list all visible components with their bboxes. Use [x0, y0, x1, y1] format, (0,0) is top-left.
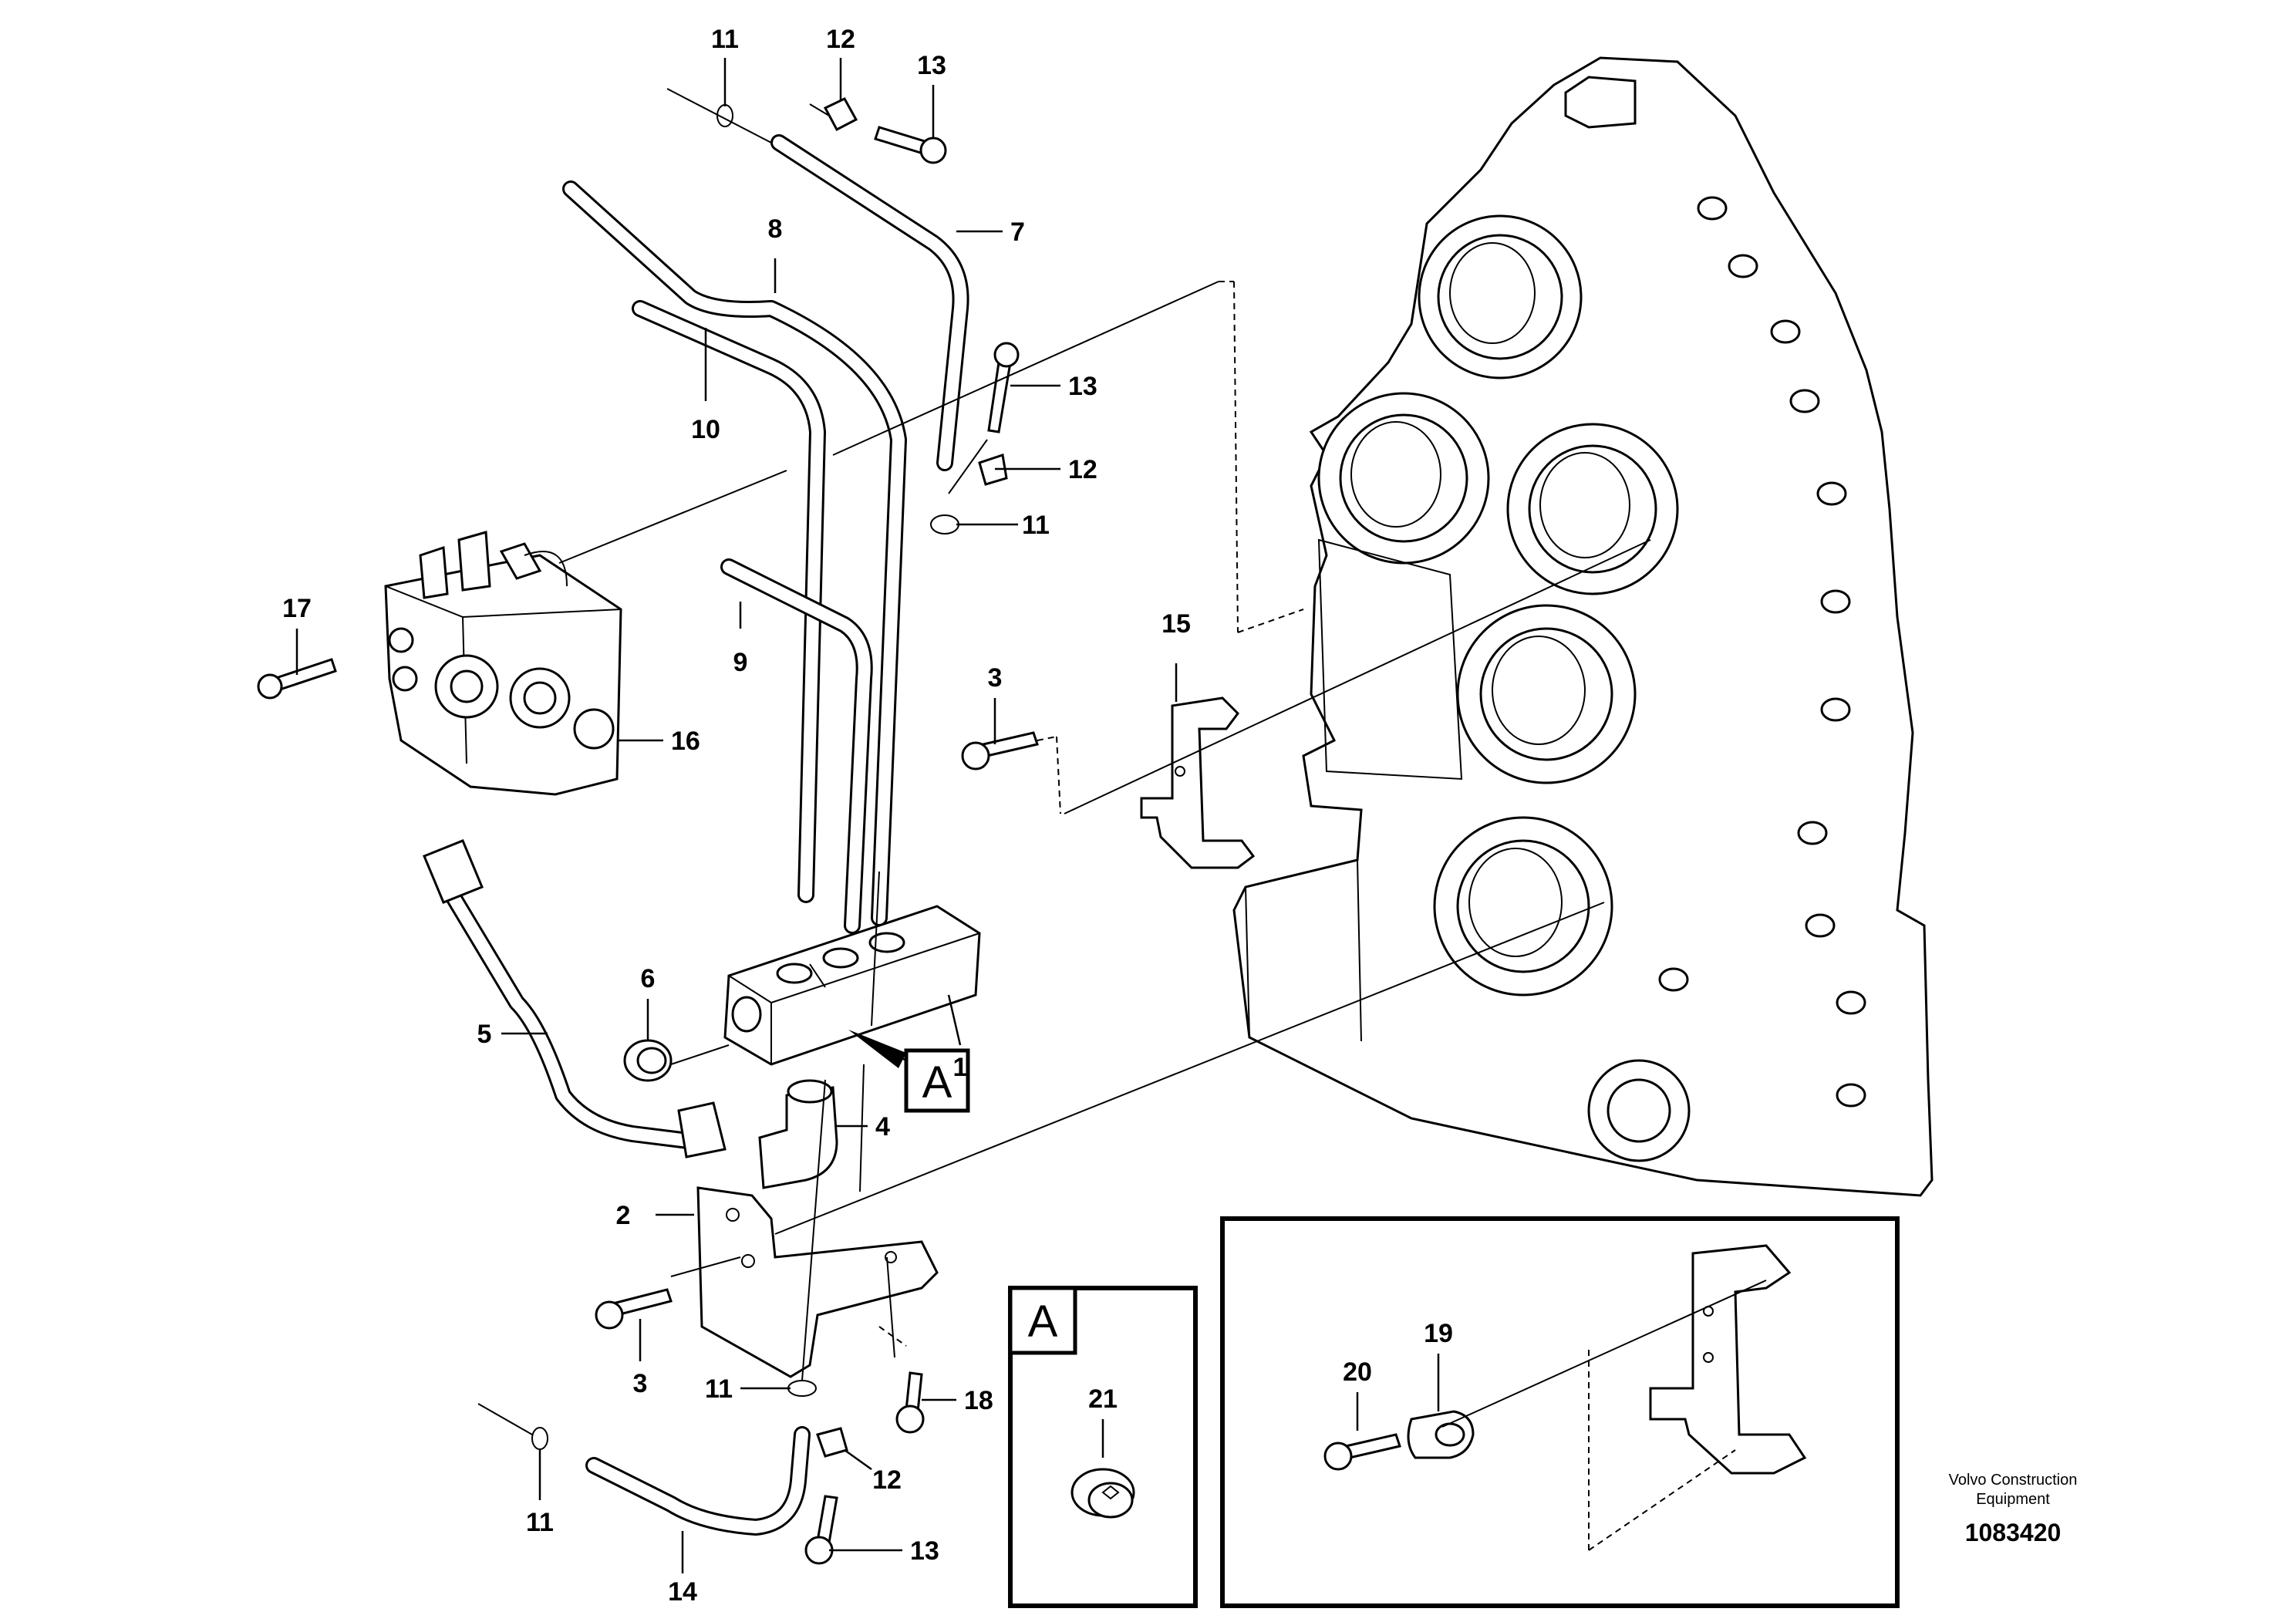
bolt-13-middle: [987, 342, 1020, 433]
callout-11: 11: [705, 1374, 733, 1404]
tube-5: [423, 839, 727, 1158]
callout-9: 9: [733, 648, 748, 677]
callout-5: 5: [477, 1020, 492, 1049]
callout-4: 4: [875, 1112, 890, 1141]
control-valve: [384, 531, 622, 796]
housing-mounting-face: [1317, 538, 1463, 781]
plug-21: [1070, 1468, 1135, 1519]
detail-box-a: A: [1008, 1286, 1198, 1608]
bolt-17: [257, 658, 337, 700]
callout-17: 17: [282, 594, 312, 623]
tube-8: [562, 180, 907, 926]
callout-13: 13: [1068, 372, 1097, 401]
bolt-3-lower: [595, 1288, 673, 1330]
detail-box-label: A: [1028, 1297, 1058, 1347]
credit-line-2: Equipment: [1976, 1491, 2050, 1508]
callout-16: 16: [671, 727, 700, 756]
housing-bore-right: [1506, 423, 1679, 595]
bolt-20: [1323, 1433, 1401, 1471]
tube-10: [632, 300, 826, 903]
housing-top-pad: [1564, 76, 1637, 129]
housing-bore-top: [1418, 214, 1583, 379]
callout-11: 11: [526, 1508, 554, 1537]
credit-block: Volvo Construction Equipment 1083420: [1949, 1472, 2078, 1546]
callout-7: 7: [1010, 218, 1025, 247]
callout-2: 2: [616, 1201, 631, 1230]
credit-line-1: Volvo Construction: [1949, 1472, 2078, 1489]
bolt-13-top: [874, 126, 947, 164]
transmission-housing: [1232, 56, 1934, 1197]
callout-19: 19: [1424, 1319, 1453, 1348]
callout-11: 11: [1022, 511, 1050, 540]
housing-bore-left: [1317, 392, 1490, 565]
document-number: 1083420: [1965, 1519, 2062, 1546]
section-marker-label: A: [922, 1057, 952, 1108]
bolt-13-bottom: [804, 1495, 838, 1565]
elbow-connector-4: [758, 1079, 838, 1189]
callout-12: 12: [826, 25, 855, 54]
callout-3: 3: [633, 1369, 648, 1398]
bracket-15: [1140, 696, 1256, 869]
tube-9: [720, 558, 873, 934]
callout-labels: 11 12 13 7 8 10 13 12 11 17 9 3 15 16 6 …: [282, 25, 1453, 1607]
callout-12: 12: [872, 1465, 902, 1495]
section-marker-a: A: [848, 1030, 970, 1113]
callout-11: 11: [711, 25, 739, 54]
housing-bore-lower: [1433, 816, 1613, 996]
callout-15: 15: [1161, 609, 1191, 639]
callout-12: 12: [1068, 455, 1097, 484]
detail-box-bracket: [1220, 1216, 1900, 1608]
plug-6: [623, 1039, 673, 1082]
distribution-block: [723, 905, 981, 1066]
clips-12: [816, 97, 1008, 1458]
clamp-19: [1407, 1410, 1475, 1459]
callout-13: 13: [917, 51, 946, 80]
callout-18: 18: [964, 1386, 993, 1415]
callout-10: 10: [691, 415, 720, 444]
tube-14: [585, 1426, 811, 1536]
callout-21: 21: [1088, 1384, 1118, 1414]
housing-bore-middle: [1456, 604, 1637, 784]
housing-bolt-bosses: [1658, 196, 1866, 1108]
bolt-3-upper: [961, 731, 1039, 771]
bolt-18: [895, 1371, 925, 1434]
callout-3: 3: [988, 663, 1003, 693]
bracket-2: [696, 1186, 939, 1378]
housing-small-flange: [1587, 1059, 1691, 1162]
tube-7: [770, 134, 969, 471]
bracket-15-detail: [1649, 1244, 1807, 1475]
callout-14: 14: [668, 1577, 697, 1607]
callout-13: 13: [910, 1536, 939, 1566]
callout-8: 8: [768, 214, 783, 244]
leader-lines: [295, 58, 1651, 1573]
callout-1: 1: [953, 1053, 968, 1082]
callout-20: 20: [1343, 1357, 1372, 1387]
callout-6: 6: [641, 964, 656, 993]
